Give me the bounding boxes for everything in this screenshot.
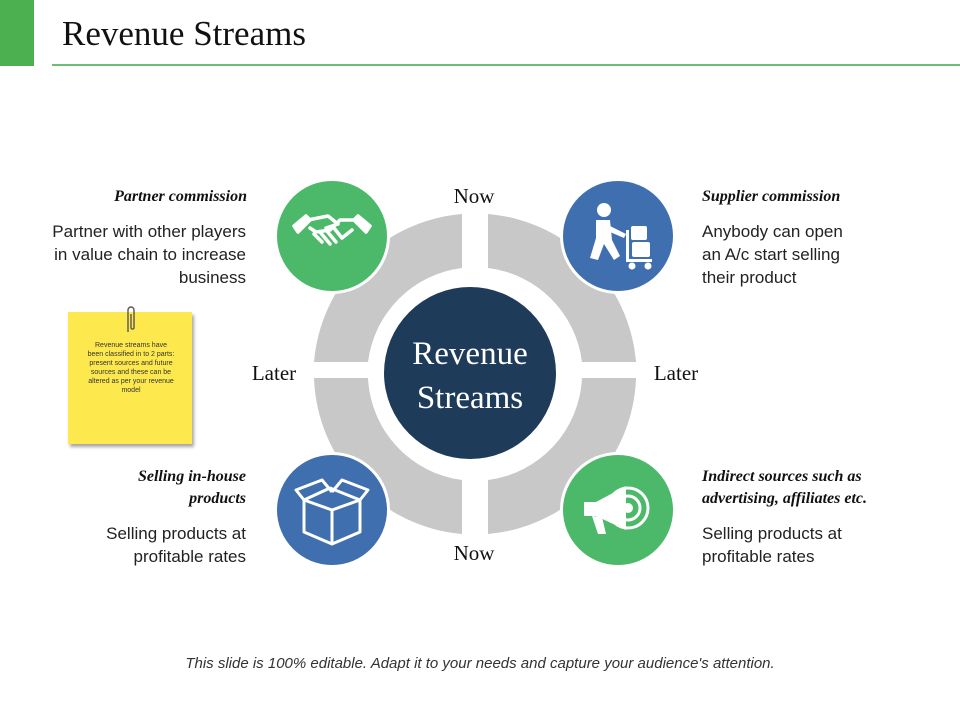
- partner-description: Partner with other players in value chai…: [20, 220, 246, 289]
- node-supplier: [560, 178, 676, 294]
- indirect-heading: Indirect sources such as advertising, af…: [702, 466, 942, 510]
- inhouse-description: Selling products at profitable rates: [40, 522, 246, 568]
- node-inhouse: [274, 452, 390, 568]
- indirect-line-2: profitable rates: [702, 547, 815, 566]
- sticky-note-text: Revenue streams have been classified in …: [76, 341, 186, 395]
- supplier-line-1: Anybody can open: [702, 222, 843, 241]
- page-title: Revenue Streams: [62, 14, 306, 53]
- partner-line-2: in value chain to increase: [54, 245, 246, 264]
- footer-note: This slide is 100% editable. Adapt it to…: [185, 655, 775, 672]
- ring-segment-bottom-right: [488, 378, 636, 534]
- supplier-line-2: an A/c start selling: [702, 245, 840, 264]
- label-later-left: Later: [252, 361, 296, 385]
- ring: [314, 214, 636, 534]
- revenue-cycle-diagram: Revenue Streams Now Now Later Later: [252, 178, 698, 568]
- node-indirect: [560, 452, 676, 568]
- center-label-line-1: Revenue: [412, 336, 527, 372]
- inhouse-heading: Selling in-house products: [40, 466, 246, 510]
- delivery-worker-icon: [590, 203, 652, 270]
- ring-segment-top-left: [314, 214, 462, 362]
- sticky-note: Revenue streams have been classified in …: [68, 306, 194, 446]
- indirect-heading-line-2: advertising, affiliates etc.: [702, 490, 868, 507]
- sticky-note-paper: [68, 312, 192, 444]
- partner-line-1: Partner with other players: [52, 222, 246, 241]
- supplier-description: Anybody can open an A/c start selling th…: [702, 220, 922, 289]
- note-line-1: Revenue streams have: [95, 342, 167, 349]
- open-box-icon: [294, 478, 370, 546]
- inhouse-heading-line-2: products: [189, 490, 246, 507]
- label-now-top: Now: [454, 184, 496, 208]
- supplier-heading: Supplier commission: [702, 188, 841, 205]
- ring-segment-top-right: [488, 214, 636, 362]
- node-partner: [274, 178, 390, 294]
- megaphone-icon: [584, 486, 650, 534]
- indirect-heading-line-1: Indirect sources such as: [702, 468, 862, 485]
- supplier-line-3: their product: [702, 268, 797, 287]
- label-later-right: Later: [654, 361, 698, 385]
- title-underline: [52, 64, 960, 66]
- center-circle: [384, 287, 556, 459]
- title-accent-bar: [0, 0, 34, 66]
- inhouse-heading-line-1: Selling in-house: [137, 468, 246, 485]
- note-line-5: altered as per your revenue: [88, 378, 174, 385]
- indirect-line-1: Selling products at: [702, 524, 842, 543]
- note-line-3: present sources and future: [89, 360, 173, 367]
- label-now-bottom: Now: [454, 541, 496, 565]
- handshake-icon: [292, 214, 372, 246]
- inhouse-line-1: Selling products at: [106, 524, 246, 543]
- partner-heading: Partner commission: [114, 188, 247, 205]
- partner-line-3: business: [178, 268, 246, 287]
- paperclip-icon: [127, 306, 135, 332]
- inhouse-line-2: profitable rates: [133, 547, 246, 566]
- indirect-description: Selling products at profitable rates: [702, 522, 922, 568]
- note-line-6: model: [121, 387, 141, 394]
- note-line-4: sources and these can be: [90, 369, 172, 376]
- center-label-line-2: Streams: [417, 380, 523, 416]
- ring-segment-bottom-left: [314, 378, 462, 534]
- note-line-2: been classified in to 2 parts:: [87, 351, 175, 358]
